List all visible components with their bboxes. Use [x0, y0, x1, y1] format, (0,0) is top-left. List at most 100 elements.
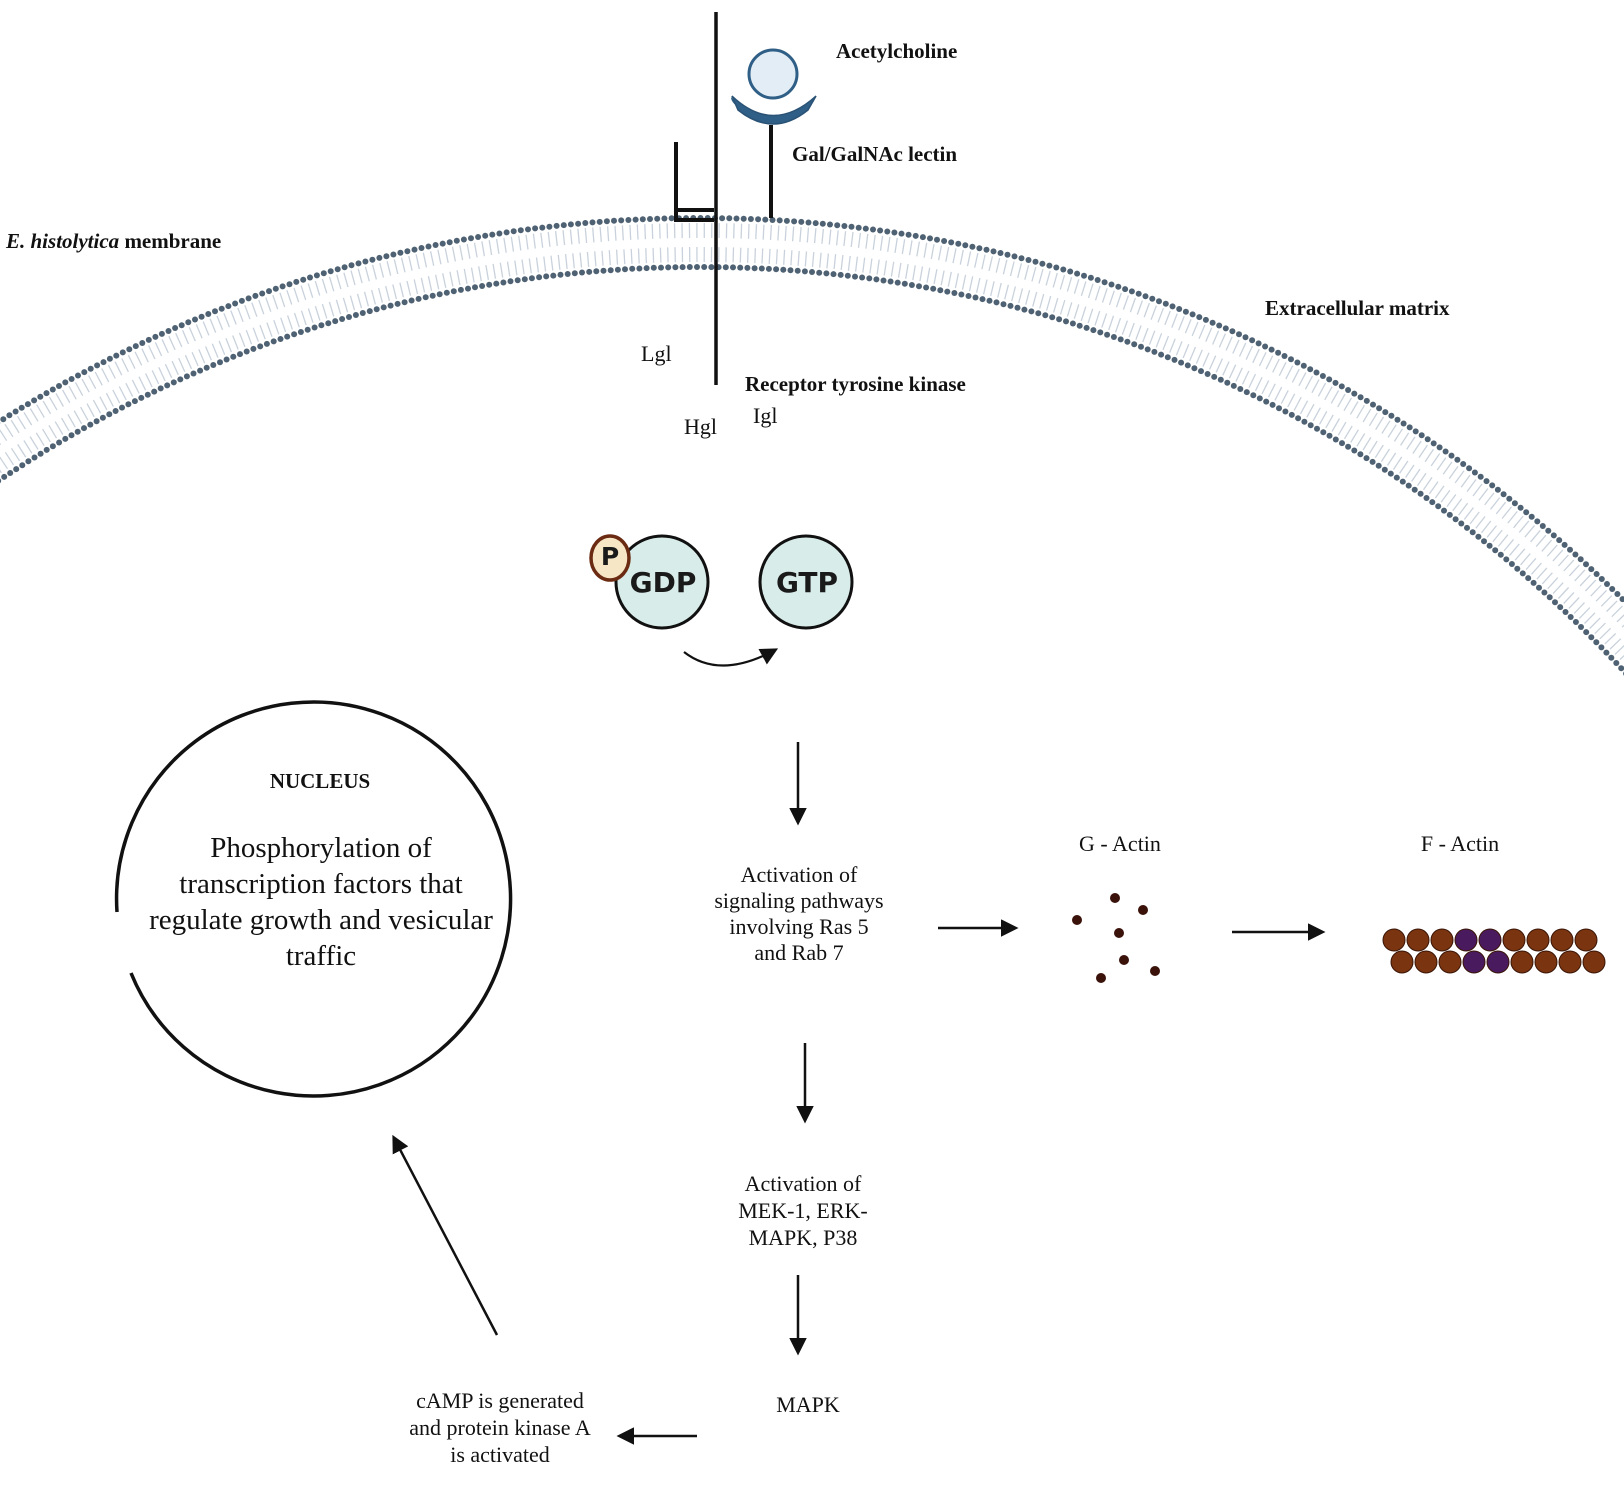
lipid-head [1411, 486, 1418, 493]
lipid-head [1263, 398, 1270, 405]
lipid-head [7, 470, 14, 476]
lipid-tail [894, 237, 898, 253]
lipid-tail [1278, 362, 1287, 376]
lipid-tail [961, 274, 967, 290]
lipid-tail [1520, 553, 1531, 566]
actin-subunit [1534, 950, 1558, 974]
lipid-tail [1169, 338, 1176, 353]
lipid-tail [1331, 418, 1341, 432]
lipid-tail [151, 370, 160, 385]
lipid-head [1618, 665, 1624, 672]
lipid-head [1011, 253, 1018, 260]
lipid-head [823, 270, 830, 277]
lipid-head [43, 446, 50, 453]
lipid-tail [429, 251, 435, 266]
ecm-label: Extracellular matrix [1265, 296, 1450, 320]
lipid-tail [569, 229, 573, 245]
lipid-tail [1460, 474, 1471, 488]
lipid-head [1376, 405, 1383, 412]
lipid-head [1486, 542, 1493, 549]
lipid-head [1122, 286, 1129, 293]
lipid-tail [811, 252, 815, 268]
lipid-head [993, 299, 1000, 306]
lipid-tail [1228, 364, 1237, 379]
lipid-tail [107, 364, 116, 379]
lipid-head [1090, 327, 1097, 334]
lipid-tail [1405, 464, 1415, 478]
lipid-tail [564, 254, 568, 270]
lipid-head [415, 295, 422, 302]
lipid-head [1556, 537, 1563, 544]
lipid-head [158, 330, 165, 337]
lipid-head [1288, 356, 1294, 363]
lipid-head [93, 418, 100, 425]
lipid-tail [1584, 612, 1596, 624]
lipid-tail [768, 248, 771, 264]
lipid-head [1074, 270, 1081, 277]
actin-subunit [1406, 928, 1430, 952]
lipid-tail [105, 392, 114, 407]
lipid-head [1224, 379, 1231, 386]
lipid-head [618, 217, 625, 224]
lipid-head [1314, 425, 1320, 432]
lipid-tail [1541, 539, 1553, 552]
lipid-tail [74, 382, 84, 397]
lipid-tail [890, 261, 895, 277]
lipid-tail [293, 287, 300, 303]
lipid-tail [499, 262, 504, 278]
lipid-head [1562, 609, 1569, 615]
lipid-tail [35, 432, 45, 446]
lipid-head [1144, 346, 1151, 353]
lipid-tail [879, 235, 884, 251]
lipid-head [212, 308, 218, 315]
lipid-head [1400, 420, 1407, 427]
lipid-head [145, 336, 152, 343]
lipid-head [1117, 336, 1124, 343]
lipid-head [177, 376, 184, 383]
lipid-head [1539, 523, 1546, 529]
lipid-head [1301, 418, 1308, 425]
lipid-head [1604, 581, 1610, 587]
lipid-head [560, 222, 567, 229]
lipid-tail [623, 249, 626, 265]
lipid-head [279, 283, 286, 290]
lipid-tail [1614, 644, 1624, 655]
lipid-head [1094, 277, 1101, 283]
lipid-head [1458, 520, 1465, 527]
lipid-tail [118, 386, 127, 401]
lipid-head [1469, 529, 1476, 536]
lipid-tail [1267, 383, 1276, 398]
lipid-head [758, 265, 765, 272]
lipid-head [119, 349, 126, 356]
lipid-tail [478, 266, 482, 282]
lipid-tail [1337, 393, 1346, 408]
lipid-tail [1343, 425, 1353, 440]
lipid-head [1351, 390, 1358, 397]
lipid-tail [154, 342, 163, 357]
hgl-label: Hgl [684, 414, 717, 439]
lipid-tail [1122, 295, 1130, 310]
lipid-tail [1392, 456, 1403, 470]
lipid-tail [1547, 577, 1559, 590]
lipid-tail [1080, 281, 1087, 296]
lipid-tail [518, 235, 522, 251]
lipid-head [37, 393, 44, 400]
lipid-head [1446, 511, 1453, 518]
lipid-head [1087, 274, 1094, 281]
lipid-tail [872, 234, 876, 250]
lipid-tail [651, 223, 654, 239]
lipid-head [205, 311, 212, 317]
lipid-tail [630, 248, 633, 264]
lipid-head [1357, 394, 1364, 401]
lipid-head [232, 300, 239, 307]
nucleus-title: NUCLEUS [269, 769, 371, 793]
actin-subunit [1526, 928, 1550, 952]
lipid-head [873, 276, 880, 283]
lipid-head [1250, 392, 1257, 399]
lipid-head [49, 386, 56, 393]
lipid-tail [1148, 330, 1156, 345]
lipid-tail [1463, 507, 1474, 520]
lipid-tail [599, 226, 602, 242]
lipid-head [654, 215, 661, 222]
